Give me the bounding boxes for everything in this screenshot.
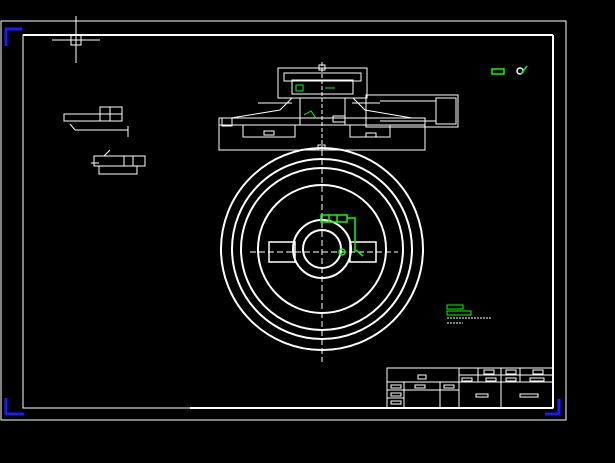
left-detail-bottom (91, 149, 146, 175)
plan-view (220, 147, 424, 362)
elevation-view (218, 62, 459, 151)
sheet-boundary (0, 20, 567, 421)
plan-highlights (320, 214, 364, 257)
technical-notes (446, 304, 491, 324)
elevation-highlights (295, 84, 335, 119)
title-block (386, 367, 554, 409)
crosshair-cursor-icon (52, 16, 100, 63)
top-right-symbols (491, 65, 528, 75)
drawing-border (22, 34, 554, 409)
left-detail-top (63, 106, 129, 137)
viewport-corner-markers (4, 27, 561, 416)
